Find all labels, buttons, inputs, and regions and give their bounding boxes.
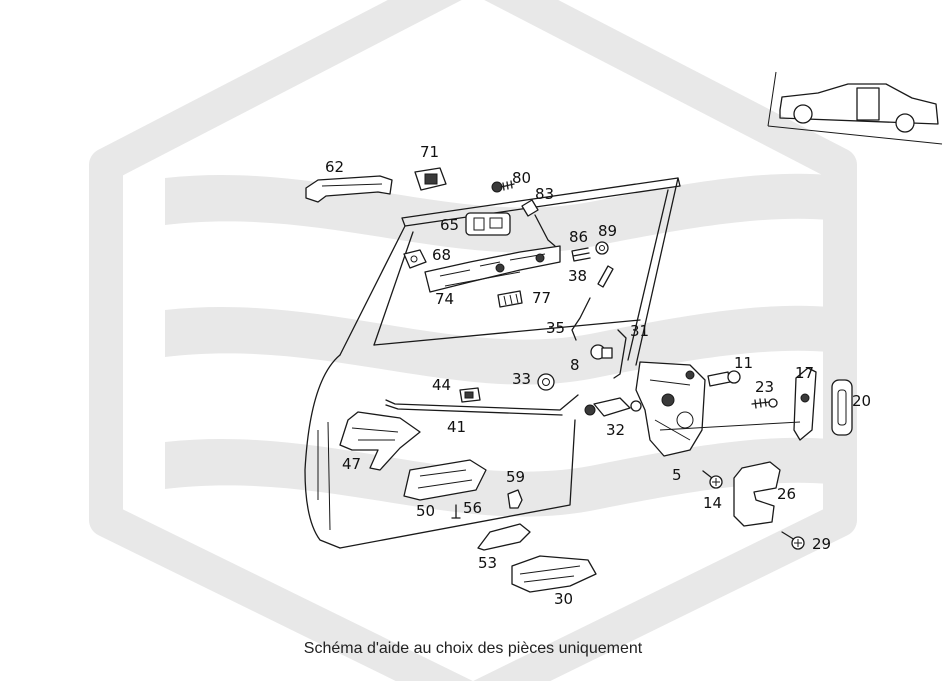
- part-number-50[interactable]: 50: [416, 502, 435, 520]
- part-5-door-lock[interactable]: [635, 361, 706, 457]
- part-20-plate[interactable]: [831, 379, 853, 436]
- part-14-screw[interactable]: [702, 470, 723, 489]
- part-number-29[interactable]: 29: [812, 535, 831, 553]
- part-number-74[interactable]: 74: [435, 290, 454, 308]
- part-number-33[interactable]: 33: [512, 370, 531, 388]
- part-65-handle-cover[interactable]: [465, 212, 511, 236]
- part-31-rod[interactable]: [613, 329, 627, 379]
- part-number-20[interactable]: 20: [852, 392, 871, 410]
- part-62-outside-handle[interactable]: [305, 175, 393, 203]
- part-number-89[interactable]: 89: [598, 222, 617, 240]
- part-number-23[interactable]: 23: [755, 378, 774, 396]
- part-number-35[interactable]: 35: [546, 319, 565, 337]
- part-number-38[interactable]: 38: [568, 267, 587, 285]
- part-number-56[interactable]: 56: [463, 499, 482, 517]
- part-number-68[interactable]: 68: [432, 246, 451, 264]
- car-position-icon: [767, 71, 943, 145]
- part-number-62[interactable]: 62: [325, 158, 344, 176]
- part-26-cover[interactable]: [733, 461, 781, 527]
- part-35-rod[interactable]: [571, 297, 591, 341]
- part-number-77[interactable]: 77: [532, 289, 551, 307]
- part-number-47[interactable]: 47: [342, 455, 361, 473]
- part-89-bushing[interactable]: [595, 241, 609, 255]
- part-number-32[interactable]: 32: [606, 421, 625, 439]
- part-number-59[interactable]: 59: [506, 468, 525, 486]
- part-56-pin[interactable]: [451, 504, 461, 519]
- part-number-83[interactable]: 83: [535, 185, 554, 203]
- part-number-11[interactable]: 11: [734, 354, 753, 372]
- part-number-86[interactable]: 86: [569, 228, 588, 246]
- part-number-26[interactable]: 26: [777, 485, 796, 503]
- part-77-bracket[interactable]: [497, 290, 523, 308]
- part-53-trim[interactable]: [477, 523, 531, 551]
- part-number-8[interactable]: 8: [570, 356, 580, 374]
- part-71-cap[interactable]: [414, 167, 447, 191]
- part-number-31[interactable]: 31: [630, 322, 649, 340]
- part-number-labels: 62 71 80 83 65 68 86 89 38 74 77 35 31 8…: [325, 143, 871, 608]
- part-number-80[interactable]: 80: [512, 169, 531, 187]
- part-number-17[interactable]: 17: [795, 364, 814, 382]
- part-number-41[interactable]: 41: [447, 418, 466, 436]
- part-44-clip[interactable]: [459, 387, 481, 403]
- part-17-striker[interactable]: [659, 367, 817, 441]
- part-number-71[interactable]: 71: [420, 143, 439, 161]
- part-83-lock-cylinder[interactable]: [521, 199, 556, 247]
- part-11-screw[interactable]: [707, 370, 741, 387]
- part-number-65[interactable]: 65: [440, 216, 459, 234]
- part-29-screw[interactable]: [781, 531, 805, 550]
- watermark-logo: [89, 0, 857, 681]
- part-86-spring[interactable]: [571, 247, 591, 262]
- part-30-pocket[interactable]: [511, 555, 597, 593]
- part-50-armrest-pull[interactable]: [403, 459, 487, 501]
- part-59-knob[interactable]: [507, 489, 523, 509]
- part-68-clip[interactable]: [403, 249, 427, 269]
- part-number-14[interactable]: 14: [703, 494, 722, 512]
- part-74-handle-carrier[interactable]: [424, 245, 561, 293]
- part-41-connecting-rod[interactable]: [385, 394, 579, 416]
- part-80-screw[interactable]: [491, 180, 515, 193]
- part-number-5[interactable]: 5: [672, 466, 682, 484]
- part-number-53[interactable]: 53: [478, 554, 497, 572]
- part-32-actuator[interactable]: [584, 397, 642, 417]
- part-23-screw[interactable]: [751, 398, 778, 409]
- part-8-cylinder[interactable]: [590, 344, 613, 360]
- part-33-grommet[interactable]: [537, 373, 555, 391]
- diagram-caption: Schéma d'aide au choix des pièces unique…: [303, 640, 643, 657]
- door-frame: [304, 177, 681, 549]
- part-38-rod[interactable]: [597, 265, 614, 288]
- part-number-44[interactable]: 44: [432, 376, 451, 394]
- part-47-inside-handle[interactable]: [339, 411, 421, 471]
- part-number-30[interactable]: 30: [554, 590, 573, 608]
